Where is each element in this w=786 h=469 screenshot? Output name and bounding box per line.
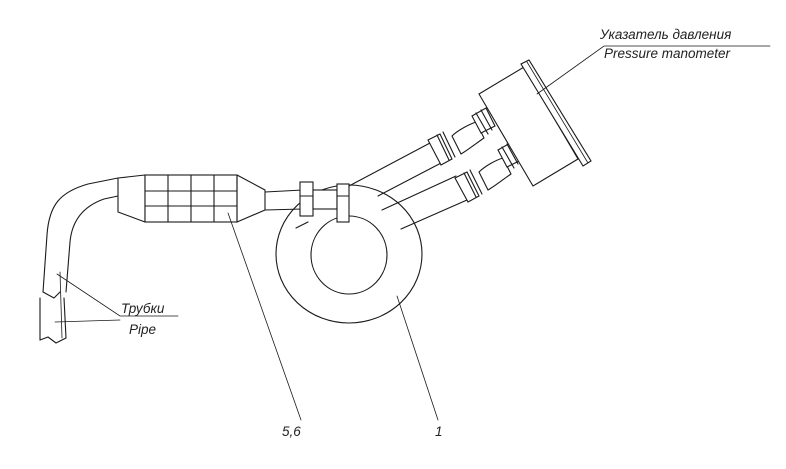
bent-pipe <box>39 177 119 344</box>
leader-pipe-upper <box>56 273 179 317</box>
flange-left <box>299 181 314 217</box>
gauge-tubes <box>348 107 522 230</box>
leader-lines <box>54 45 771 421</box>
pipe-lower-right <box>63 297 67 339</box>
pipe-center-line <box>59 271 63 339</box>
lower-tube-bottom <box>400 199 468 230</box>
filter-cone-left <box>117 174 146 223</box>
lower-fitting <box>454 141 522 203</box>
ring-inner <box>310 215 388 295</box>
pipe-outer-wall <box>42 177 119 293</box>
upper-tube-bottom <box>377 161 444 197</box>
leader-ring <box>396 295 439 421</box>
connector-pipe <box>264 189 304 211</box>
leader-pressure <box>536 45 771 95</box>
filter-unit <box>117 174 304 223</box>
manometer-body <box>478 66 579 187</box>
pipe-break-bottom <box>39 336 67 344</box>
manometer-face-edge <box>526 61 589 164</box>
flanges <box>299 181 350 223</box>
pipe-break-top <box>42 291 61 299</box>
pipe-inner-wall <box>65 195 119 293</box>
leader-filter <box>227 212 302 421</box>
upper-tube-top <box>348 142 431 187</box>
label-part-ring: 1 <box>435 424 443 439</box>
label-part-filter: 5,6 <box>282 424 301 439</box>
filter-cone-right <box>236 174 266 223</box>
label-pressure-en: Pressure manometer <box>604 46 731 61</box>
lower-tube-top <box>381 175 457 211</box>
pressure-manometer <box>478 59 592 187</box>
label-pipe-ru: Трубки <box>121 301 165 316</box>
label-pipe-en: Pipe <box>129 322 156 337</box>
upper-fitting <box>427 107 496 166</box>
flange-right <box>336 183 350 223</box>
label-pressure-ru: Указатель давления <box>599 27 731 42</box>
leader-pipe-lower <box>54 319 121 323</box>
ring-seam <box>295 221 309 229</box>
flange-neck <box>312 189 338 210</box>
